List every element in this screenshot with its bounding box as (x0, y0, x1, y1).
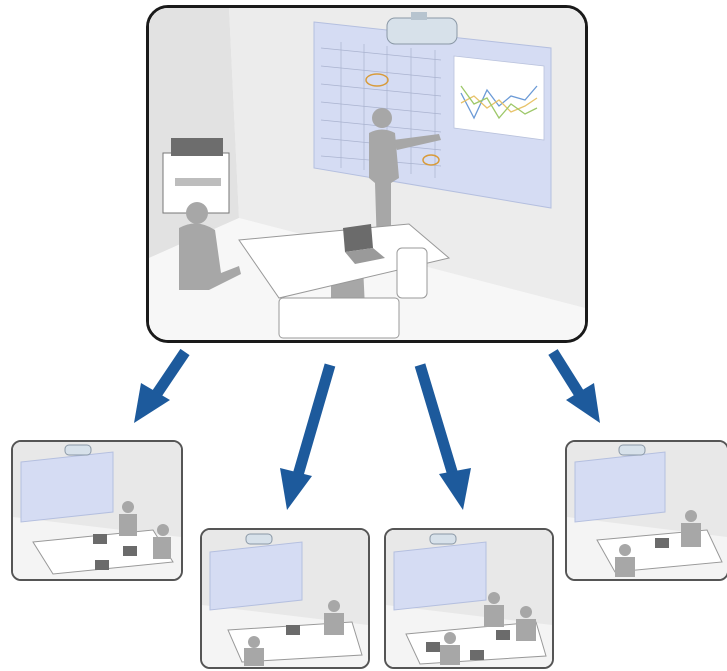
laptop-icon (123, 546, 137, 556)
remote-room-illustration (13, 442, 181, 579)
remote-room-illustration (386, 530, 552, 667)
laptop-icon (470, 650, 484, 660)
projector-icon (245, 533, 273, 545)
laptop-icon (496, 630, 510, 640)
printer-icon (162, 138, 230, 214)
arrow-icon (292, 363, 336, 477)
laptop-icon (655, 538, 669, 548)
remote-room-panel-1 (11, 440, 183, 581)
laptop-icon (286, 625, 300, 635)
chart-line-blue (460, 85, 538, 120)
projector-icon (429, 533, 457, 545)
person-icon (157, 524, 169, 536)
person-icon (685, 510, 697, 522)
person-icon (619, 544, 631, 556)
projected-screen (574, 451, 666, 523)
arrow-icon (414, 363, 459, 477)
laptop-icon (343, 224, 385, 264)
main-meeting-room-panel (146, 5, 588, 343)
presenter-person-icon (369, 108, 441, 248)
person-icon (122, 501, 134, 513)
screen-chart (453, 55, 545, 141)
person-icon (488, 592, 500, 604)
projected-screen (393, 541, 487, 611)
main-room-illustration (149, 8, 585, 340)
chart-line-green (460, 85, 538, 120)
person-icon (444, 632, 456, 644)
chairs (278, 247, 428, 339)
arrow-head-1 (134, 383, 170, 423)
arrow-head-4 (566, 383, 600, 423)
annotation-circle-2 (422, 154, 440, 166)
seated-person-left-icon (179, 202, 241, 290)
projected-screen (209, 541, 303, 611)
arrow-icon (151, 348, 190, 399)
person-icon (328, 600, 340, 612)
projector-icon (386, 12, 458, 45)
laptop-icon (95, 560, 109, 570)
meeting-table (32, 529, 174, 575)
laptop-icon (93, 534, 107, 544)
remote-room-panel-3 (384, 528, 554, 669)
arrow-head-3 (439, 468, 471, 510)
projector-icon (618, 444, 646, 456)
remote-room-illustration (202, 530, 368, 667)
annotation-circle (365, 73, 389, 87)
arrow-head-2 (280, 468, 312, 510)
remote-room-illustration (567, 442, 727, 579)
projector-icon (64, 444, 92, 456)
person-icon (248, 636, 260, 648)
remote-room-panel-4 (565, 440, 727, 581)
arrow-icon (548, 349, 585, 398)
projected-screen (20, 451, 114, 523)
person-icon (520, 606, 532, 618)
laptop-icon (426, 642, 440, 652)
chart-line-yellow (460, 95, 538, 113)
remote-room-panel-2 (200, 528, 370, 669)
